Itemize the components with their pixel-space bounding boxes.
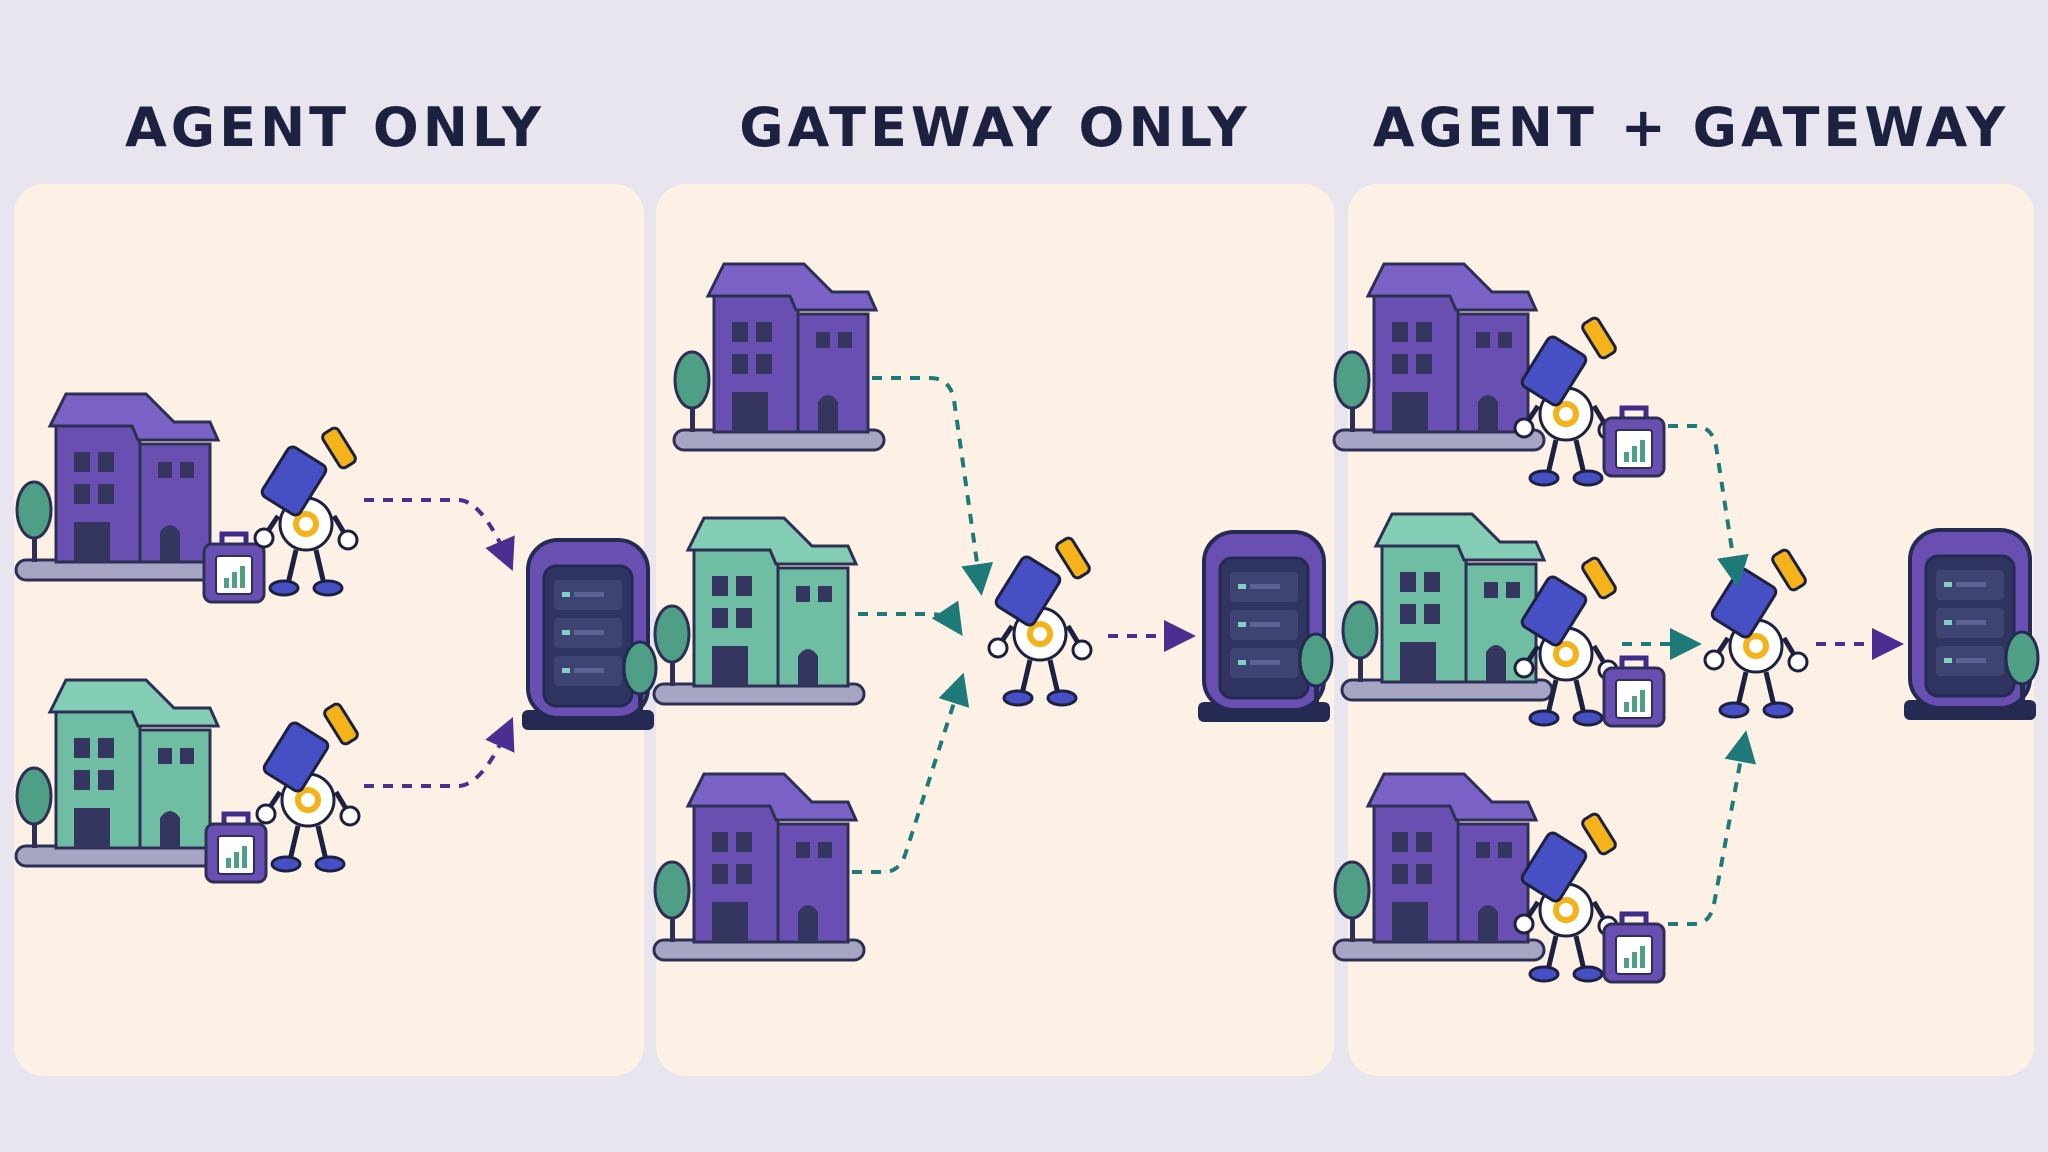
gateway-arrow (858, 600, 963, 636)
robot-icon (257, 702, 359, 871)
agent-arrow (364, 498, 515, 572)
building-icon (1332, 772, 1546, 962)
robot-icon (255, 426, 357, 595)
suitcase-icon (1604, 914, 1664, 982)
building-icon (672, 262, 886, 452)
panel-title-agent-gateway: AGENT + GATEWAY (1372, 95, 2010, 159)
server-icon (1902, 528, 2040, 722)
suitcase-icon (206, 814, 266, 882)
gateway-arrow (852, 672, 970, 874)
server-icon (520, 538, 658, 732)
gateway-arrow (872, 376, 994, 596)
gateway-arrow (1668, 730, 1757, 926)
robot-icon (1515, 316, 1617, 485)
suitcase-icon (1604, 658, 1664, 726)
server-icon (1196, 530, 1334, 724)
panel-title-gateway-only: GATEWAY ONLY (739, 95, 1251, 159)
robot-icon (989, 536, 1091, 705)
building-icon (652, 772, 866, 962)
building-icon (14, 392, 228, 582)
gateway-arrow (1668, 424, 1749, 588)
suitcase-icon (204, 534, 264, 602)
agent-arrow (364, 717, 515, 788)
building-icon (652, 516, 866, 706)
building-icon (14, 678, 228, 868)
building-icon (1332, 262, 1546, 452)
robot-icon (1705, 548, 1807, 717)
suitcase-icon (1604, 408, 1664, 476)
panel-title-agent-only: AGENT ONLY (124, 95, 546, 159)
